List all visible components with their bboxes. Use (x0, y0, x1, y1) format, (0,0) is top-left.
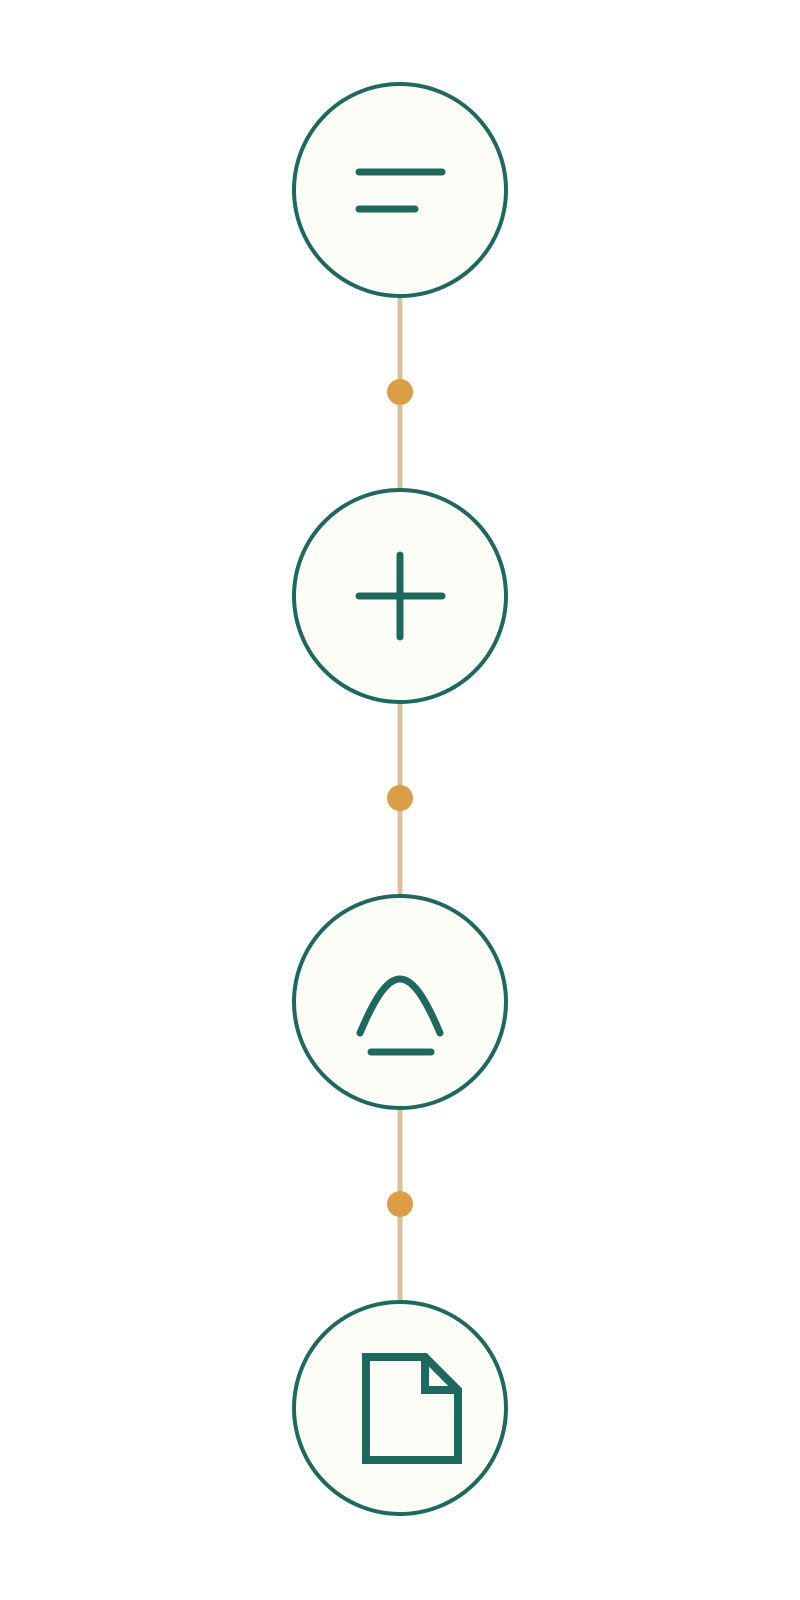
node-4-circle (292, 1300, 508, 1516)
node-3 (292, 894, 508, 1110)
node-1 (292, 82, 508, 298)
document-icon (362, 1353, 462, 1464)
connector-dot-2 (387, 785, 413, 811)
equals-icon (355, 168, 446, 213)
node-4 (292, 1300, 508, 1516)
node-1-circle (292, 82, 508, 298)
connectors-layer (387, 293, 413, 1307)
connector-dot-3 (387, 1191, 413, 1217)
approximately-bar-icon (356, 975, 444, 1056)
node-2 (292, 488, 508, 704)
connector-dot-1 (387, 379, 413, 405)
node-3-circle (292, 894, 508, 1110)
plus-icon (355, 551, 446, 641)
nodes-layer (292, 82, 508, 1516)
